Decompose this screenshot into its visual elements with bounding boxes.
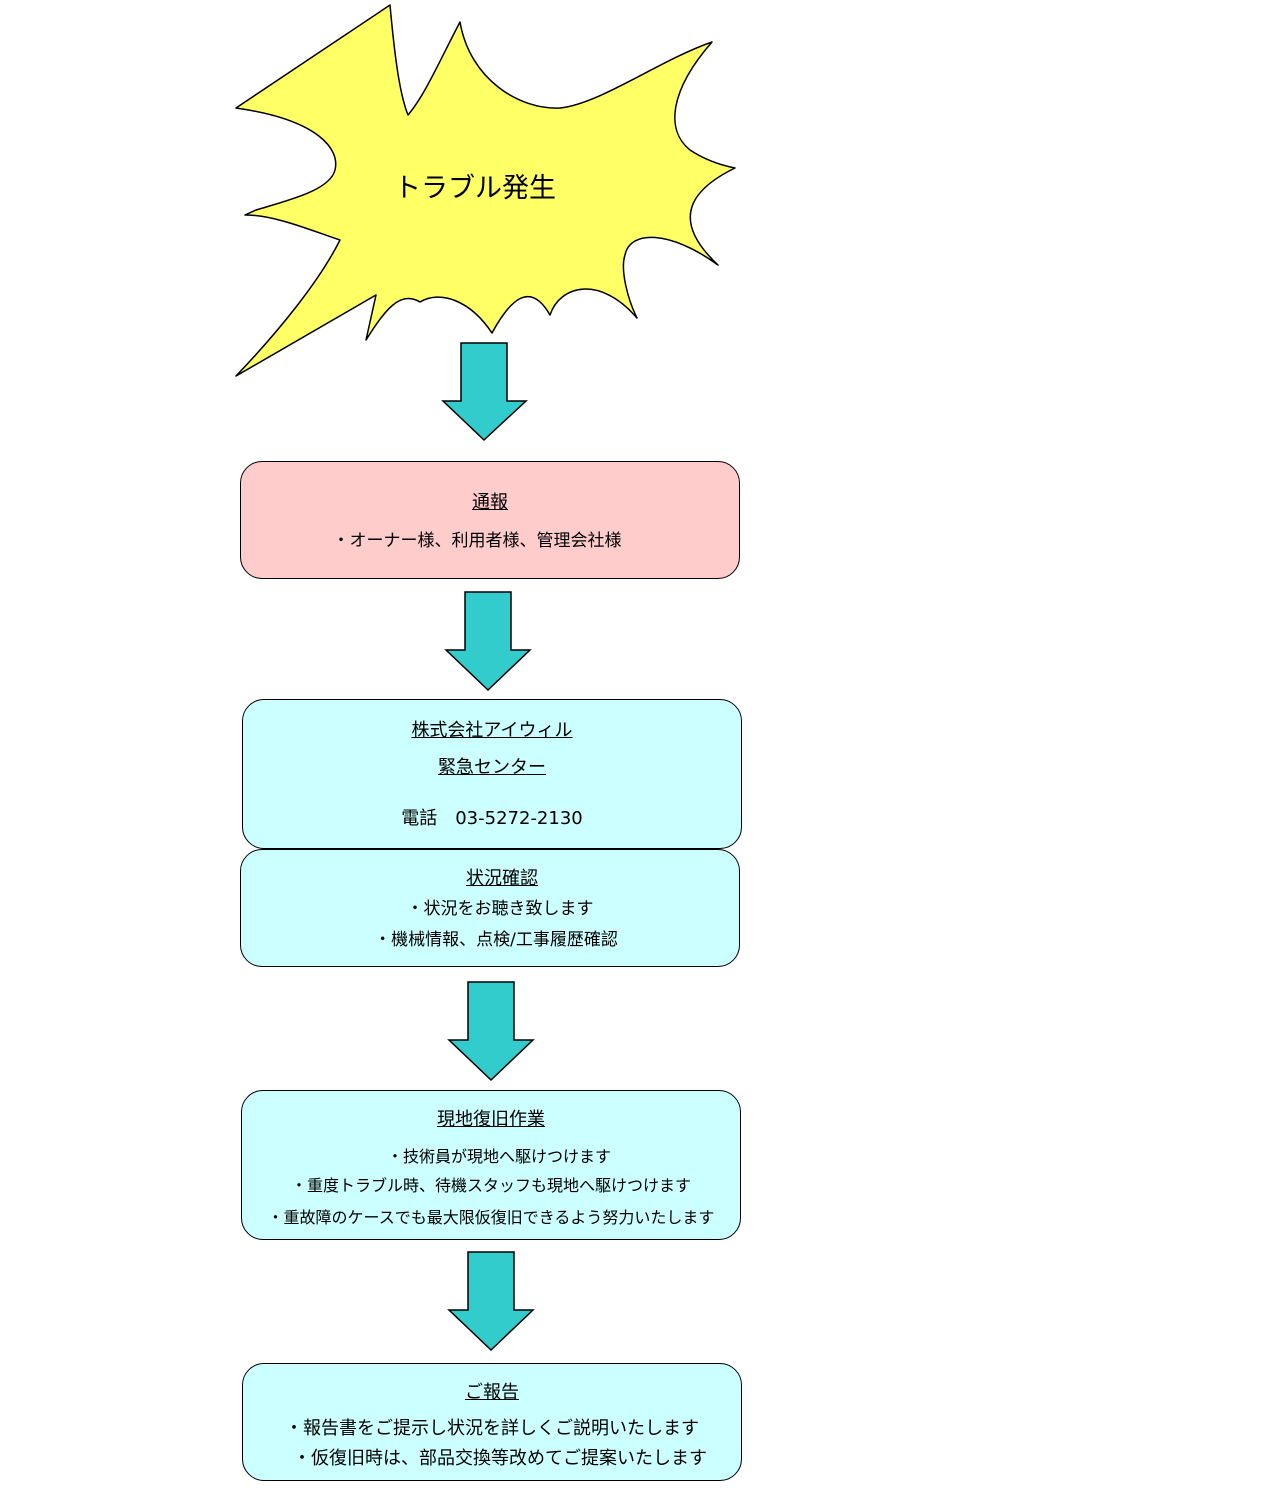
flow-arrow-2	[444, 591, 532, 692]
status-check-item: ・機械情報、点検/工事履歴確認	[374, 930, 618, 950]
trouble-occurred-label: トラブル発生	[394, 173, 556, 204]
final-report-title: ご報告	[465, 1382, 519, 1403]
report-call-box: 通報 ・オーナー様、利用者様、管理会社様	[240, 461, 740, 579]
starburst-shape	[235, 4, 736, 377]
status-check-title: 状況確認	[466, 868, 538, 889]
report-call-item: ・オーナー様、利用者様、管理会社様	[332, 531, 622, 551]
onsite-recovery-item: ・重故障のケースでも最大限仮復旧できるよう努力いたします	[267, 1208, 715, 1227]
onsite-recovery-item: ・技術員が現地へ駆けつけます	[386, 1147, 611, 1166]
status-check-box: 状況確認 ・状況をお聴き致します ・機械情報、点検/工事履歴確認	[240, 849, 740, 967]
status-check-item: ・状況をお聴き致します	[406, 899, 594, 919]
center-phone: 電話 03-5272-2130	[401, 808, 583, 829]
center-name: 緊急センター	[438, 757, 546, 778]
flow-arrow-4	[447, 1251, 535, 1352]
final-report-item: ・仮復旧時は、部品交換等改めてご提案いたします	[293, 1448, 707, 1469]
final-report-box: ご報告 ・報告書をご提示し状況を詳しくご説明いたします ・仮復旧時は、部品交換等…	[242, 1363, 742, 1481]
final-report-item: ・報告書をご提示し状況を詳しくご説明いたします	[285, 1418, 699, 1439]
flow-arrow-3	[447, 981, 535, 1082]
emergency-center-box: 株式会社アイウィル 緊急センター 電話 03-5272-2130	[242, 699, 742, 849]
flow-arrow-1	[441, 342, 528, 442]
company-name: 株式会社アイウィル	[411, 720, 573, 741]
onsite-recovery-box: 現地復旧作業 ・技術員が現地へ駆けつけます ・重度トラブル時、待機スタッフも現地…	[241, 1090, 741, 1240]
onsite-recovery-item: ・重度トラブル時、待機スタッフも現地へ駆けつけます	[290, 1176, 691, 1195]
onsite-recovery-title: 現地復旧作業	[437, 1109, 545, 1130]
report-call-title: 通報	[472, 492, 508, 513]
